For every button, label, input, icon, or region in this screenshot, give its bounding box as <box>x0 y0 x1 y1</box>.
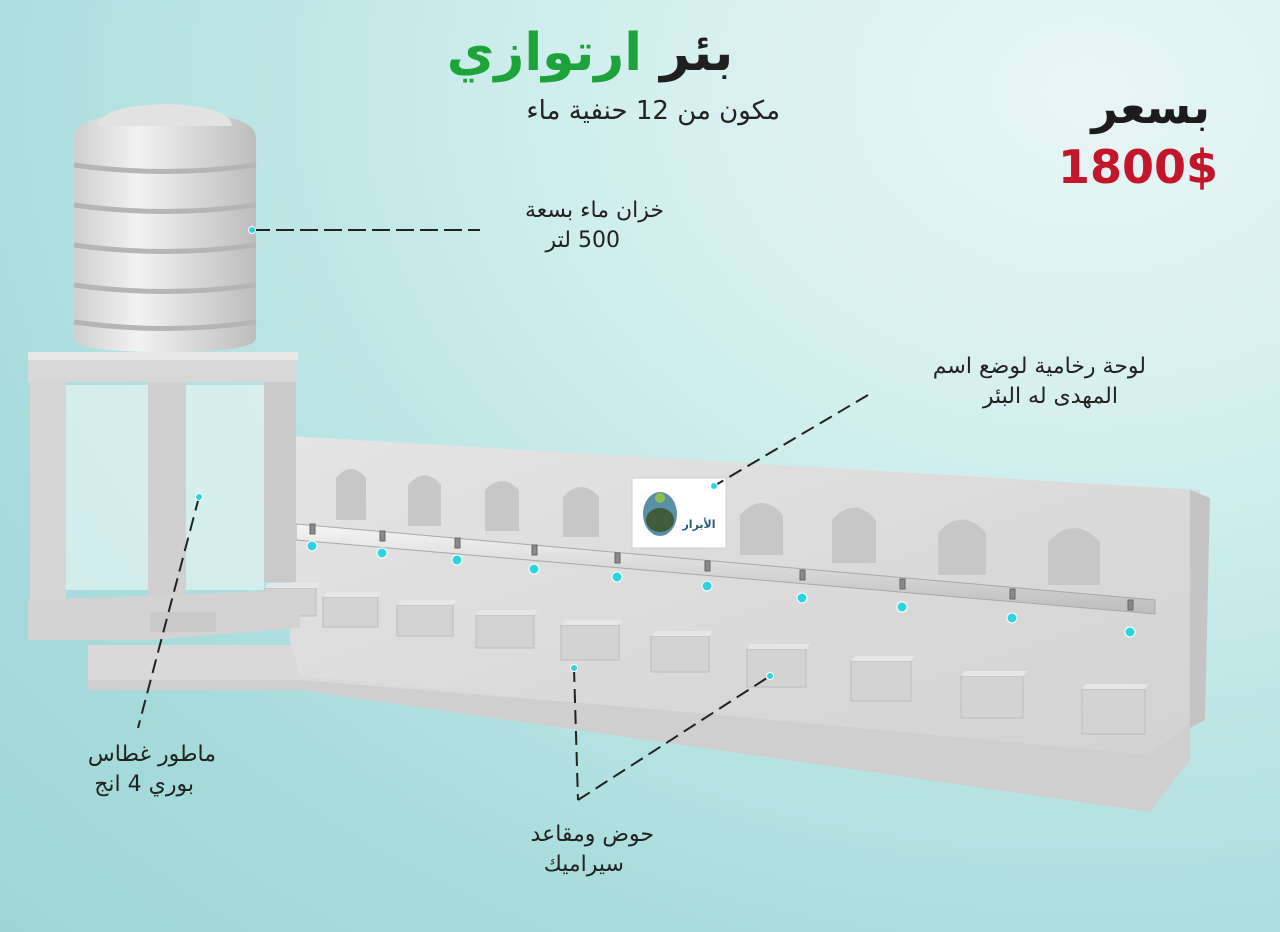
label-tank-line2: 500 لتر <box>545 228 620 253</box>
page-title: بئر ارتوازي <box>0 18 1180 88</box>
label-plaque-line2: المهدى له البئر <box>982 384 1118 409</box>
plaque-logo-text: الأبرار <box>682 518 716 531</box>
title-part-1: بئر <box>660 23 734 83</box>
label-basin-line2: سيراميك <box>543 852 624 877</box>
marker-dots <box>195 226 1136 680</box>
title-part-2: ارتوازي <box>446 23 643 83</box>
label-plaque: لوحة رخامية لوضع اسم المهدى له البئر <box>860 352 1146 412</box>
leader-lines <box>137 229 869 801</box>
label-tank: خزان ماء بسعة 500 لتر <box>420 196 664 256</box>
water-tank <box>73 104 257 352</box>
label-basin: حوض ومقاعد سيراميك <box>470 820 654 880</box>
price-label: بسعر <box>1091 80 1210 134</box>
label-pump: ماطور غطاس بوري 4 انج <box>40 740 216 800</box>
wall-niches <box>336 469 1100 585</box>
subtitle: مكون من 12 حنفية ماء <box>526 96 780 126</box>
label-tank-line1: خزان ماء بسعة <box>525 198 664 223</box>
tank-stand <box>28 352 300 640</box>
label-pump-line1: ماطور غطاس <box>87 742 216 767</box>
label-basin-line1: حوض ومقاعد <box>530 822 654 847</box>
label-plaque-line1: لوحة رخامية لوضع اسم <box>932 354 1146 379</box>
price-value: 1800$ <box>1057 140 1218 194</box>
marble-plaque <box>631 477 727 549</box>
label-pump-line2: بوري 4 انج <box>94 772 194 797</box>
faucets <box>309 523 1134 611</box>
